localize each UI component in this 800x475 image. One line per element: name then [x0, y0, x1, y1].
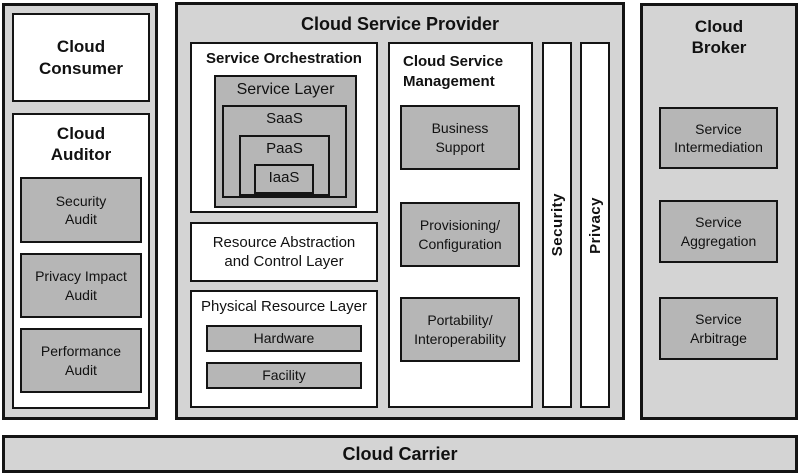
- iaas-label: IaaS: [268, 169, 300, 186]
- privacy-bar-label: Privacy: [586, 196, 604, 254]
- paas-label: PaaS: [266, 140, 303, 157]
- cloud-service-management-label: Cloud Service Management: [403, 53, 504, 90]
- service-orchestration-label: Service Orchestration: [206, 50, 362, 67]
- service-arbitrage-box: Service Arbitrage: [659, 297, 778, 360]
- hardware-box: Hardware: [206, 325, 362, 352]
- security-bar: Security: [542, 42, 572, 408]
- saas-box: SaaS PaaS IaaS: [222, 105, 347, 198]
- paas-box: PaaS IaaS: [239, 135, 330, 196]
- resource-abstraction-label: Resource Abstraction and Control Layer: [212, 233, 356, 271]
- service-layer-box: Service Layer SaaS PaaS IaaS: [214, 75, 357, 208]
- cloud-broker-panel: Cloud Broker Service Intermediation Serv…: [640, 3, 798, 420]
- privacy-impact-audit-label: Privacy Impact Audit: [35, 268, 127, 303]
- service-arbitrage-label: Service Arbitrage: [690, 311, 747, 346]
- iaas-box: IaaS: [254, 164, 314, 194]
- saas-label: SaaS: [266, 110, 303, 127]
- physical-resource-layer-label: Physical Resource Layer: [201, 298, 367, 315]
- provisioning-configuration-box: Provisioning/ Configuration: [400, 202, 520, 267]
- business-support-box: Business Support: [400, 105, 520, 170]
- service-intermediation-box: Service Intermediation: [659, 107, 778, 169]
- security-audit-box: Security Audit: [20, 177, 142, 243]
- cloud-service-provider-panel: Cloud Service Provider Service Orchestra…: [175, 2, 625, 420]
- cloud-broker-label: Cloud Broker: [691, 17, 747, 58]
- facility-box: Facility: [206, 362, 362, 389]
- service-orchestration-box: Service Orchestration Service Layer SaaS…: [190, 42, 378, 213]
- service-intermediation-label: Service Intermediation: [674, 120, 763, 155]
- cloud-auditor-label: Cloud Auditor: [50, 124, 112, 165]
- cloud-carrier-label: Cloud Carrier: [342, 443, 458, 464]
- security-audit-label: Security Audit: [55, 192, 107, 227]
- performance-audit-label: Performance Audit: [40, 343, 122, 378]
- cloud-carrier-bar: Cloud Carrier: [2, 435, 798, 473]
- performance-audit-box: Performance Audit: [20, 328, 142, 393]
- cloud-auditor-box: Cloud Auditor Security Audit Privacy Imp…: [12, 113, 150, 409]
- cloud-consumer-box: Cloud Consumer: [12, 13, 150, 102]
- privacy-bar: Privacy: [580, 42, 610, 408]
- cloud-service-provider-label: Cloud Service Provider: [300, 14, 500, 34]
- facility-label: Facility: [262, 367, 306, 384]
- provisioning-configuration-label: Provisioning/ Configuration: [418, 217, 502, 252]
- service-layer-label: Service Layer: [236, 81, 335, 98]
- business-support-label: Business Support: [431, 120, 489, 155]
- physical-resource-layer-box: Physical Resource Layer Hardware Facilit…: [190, 290, 378, 408]
- service-aggregation-box: Service Aggregation: [659, 200, 778, 263]
- portability-interoperability-box: Portability/ Interoperability: [400, 297, 520, 362]
- consumer-auditor-panel: Cloud Consumer Cloud Auditor Security Au…: [2, 3, 158, 420]
- hardware-label: Hardware: [253, 330, 315, 347]
- cloud-consumer-label: Cloud Consumer: [38, 37, 124, 78]
- portability-interoperability-label: Portability/ Interoperability: [414, 312, 506, 347]
- service-aggregation-label: Service Aggregation: [680, 214, 757, 249]
- privacy-impact-audit-box: Privacy Impact Audit: [20, 253, 142, 318]
- cloud-service-management-box: Cloud Service Management Business Suppor…: [388, 42, 533, 408]
- security-bar-label: Security: [548, 193, 566, 257]
- resource-abstraction-box: Resource Abstraction and Control Layer: [190, 222, 378, 282]
